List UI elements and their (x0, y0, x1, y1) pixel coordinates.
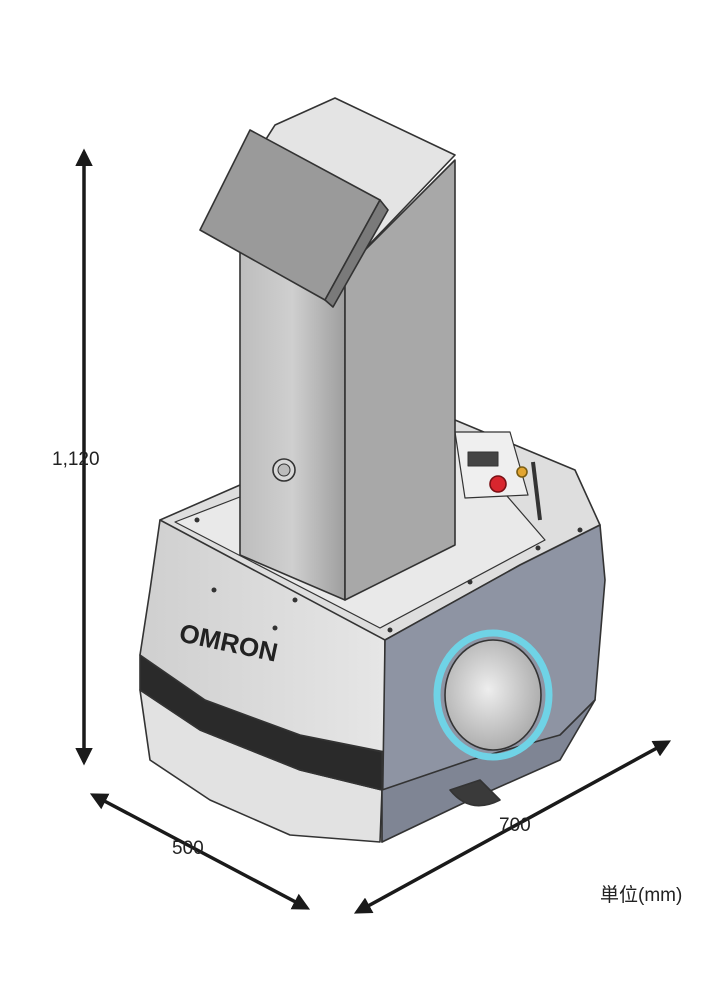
emergency-stop-button (489, 475, 507, 493)
tilted-screen-edge (324, 199, 389, 308)
mobile-robot-illustration (139, 97, 606, 843)
status-led (516, 466, 528, 478)
depth-label: 700 (499, 815, 531, 836)
depth-dimension-arrow (353, 740, 672, 914)
display-screen (467, 451, 499, 467)
deck-screws (194, 517, 583, 633)
width-label: 500 (172, 838, 204, 859)
width-dimension-arrow (89, 793, 311, 910)
wheel-cover (444, 639, 542, 751)
height-label: 1,120 (52, 449, 100, 470)
column-port-inner (277, 463, 291, 477)
antenna (531, 461, 542, 521)
unit-label: 単位(mm) (600, 885, 683, 906)
column-side (344, 159, 456, 601)
